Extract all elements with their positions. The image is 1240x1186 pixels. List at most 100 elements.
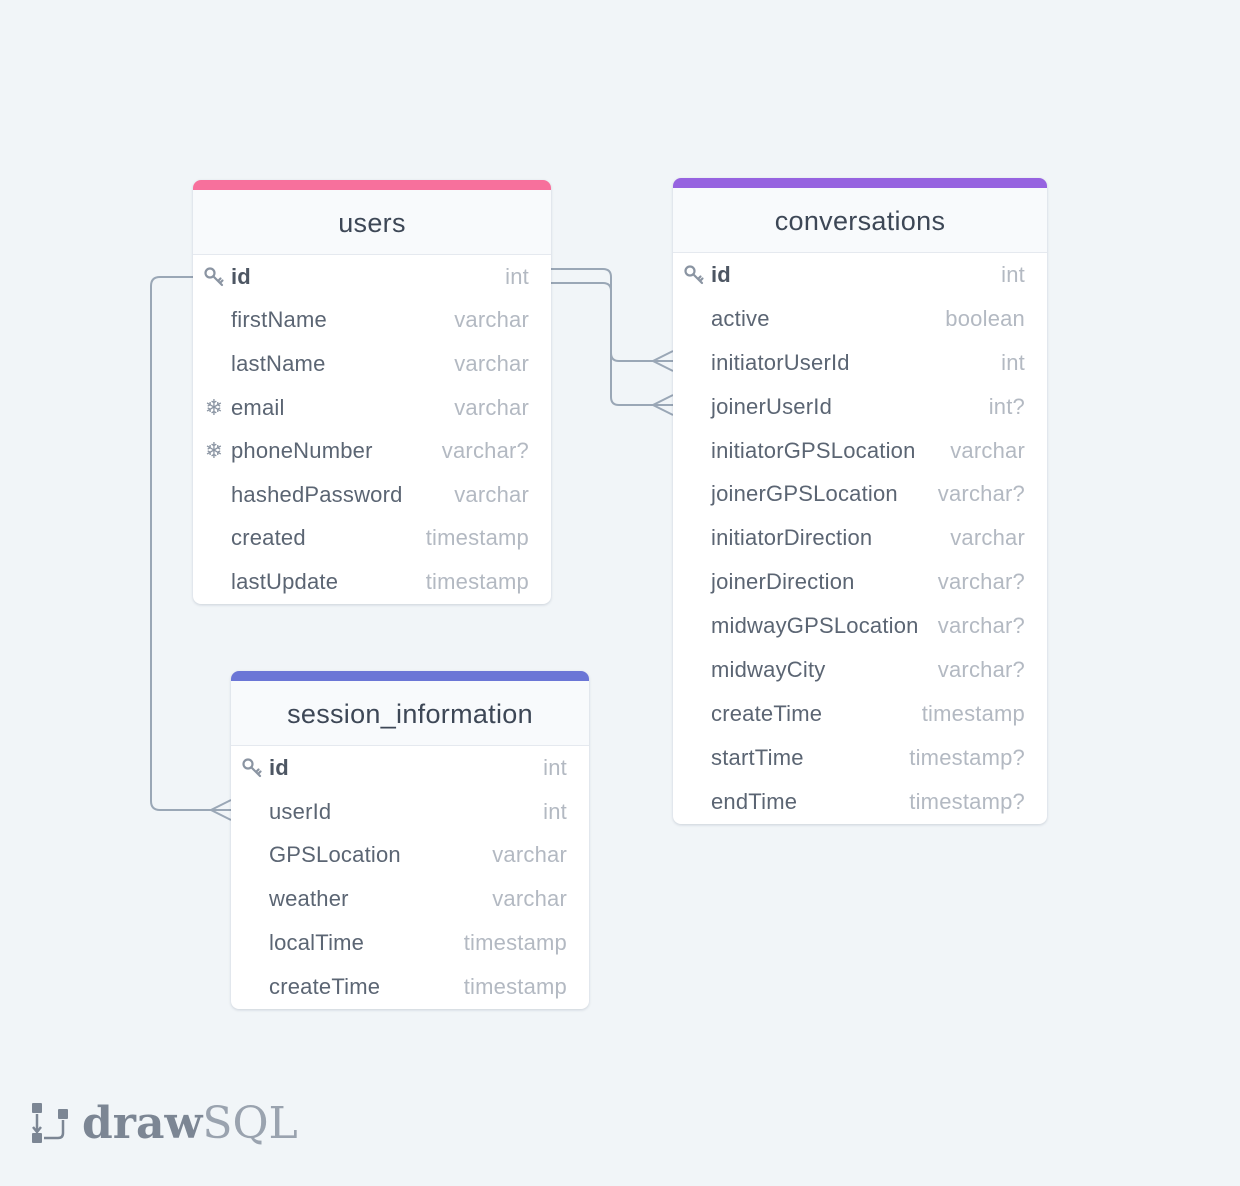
- column-name: active: [711, 305, 770, 331]
- column-type: int: [1001, 349, 1025, 375]
- table-title: conversations: [774, 206, 946, 236]
- column-type: varchar: [454, 307, 529, 333]
- key-icon: [203, 266, 225, 288]
- column-type: int: [543, 754, 567, 780]
- column-row-initiatorGPSLocation[interactable]: initiatorGPSLocation varchar: [673, 429, 1047, 473]
- column-row-joinerGPSLocation[interactable]: joinerGPSLocation varchar?: [673, 472, 1047, 516]
- column-type: varchar?: [937, 569, 1025, 595]
- column-type: int: [1001, 261, 1025, 287]
- column-name: joinerGPSLocation: [711, 481, 898, 507]
- column-type: varchar?: [937, 613, 1025, 639]
- column-row-endTime[interactable]: endTime timestamp?: [673, 780, 1047, 824]
- column-type: timestamp: [463, 973, 567, 999]
- column-type: timestamp: [425, 525, 529, 551]
- column-name: createTime: [711, 700, 823, 726]
- column-type: varchar: [950, 525, 1025, 551]
- column-type: varchar: [492, 842, 567, 868]
- column-type: timestamp: [921, 700, 1025, 726]
- brand-name-draw: draw: [82, 1097, 203, 1149]
- table-header[interactable]: conversations: [673, 188, 1047, 253]
- column-name: userId: [269, 798, 332, 824]
- column-name: email: [231, 394, 285, 420]
- column-row-created[interactable]: created timestamp: [193, 517, 551, 561]
- column-type: varchar?: [441, 438, 529, 464]
- column-type: timestamp?: [909, 788, 1025, 814]
- connector-users-joiner: [551, 282, 673, 406]
- column-row-phoneNumber[interactable]: ❄ phoneNumber varchar?: [193, 429, 551, 473]
- column-row-startTime[interactable]: startTime timestamp?: [673, 736, 1047, 780]
- table-header[interactable]: users: [193, 190, 551, 255]
- table-title: session_information: [287, 699, 533, 729]
- column-type: varchar?: [937, 656, 1025, 682]
- column-type: timestamp?: [909, 744, 1025, 770]
- column-name: startTime: [711, 744, 804, 770]
- key-icon: [683, 264, 705, 286]
- table-accent-bar: [673, 178, 1047, 188]
- column-row-id[interactable]: id int: [231, 746, 589, 790]
- column-name: GPSLocation: [269, 842, 401, 868]
- column-row-userId[interactable]: userId int: [231, 790, 589, 834]
- table-accent-bar: [231, 671, 589, 681]
- column-type: timestamp: [463, 930, 567, 956]
- column-name: endTime: [711, 788, 798, 814]
- crowsfoot-joiner: [650, 394, 674, 416]
- column-row-GPSLocation[interactable]: GPSLocation varchar: [231, 834, 589, 878]
- drawsql-logo-icon: [32, 1103, 68, 1143]
- column-name: lastName: [231, 350, 326, 376]
- crowsfoot-initiator: [650, 350, 674, 372]
- column-name: created: [231, 525, 306, 551]
- column-type: int?: [988, 393, 1025, 419]
- column-name: id: [269, 754, 289, 780]
- column-row-initiatorDirection[interactable]: initiatorDirection varchar: [673, 516, 1047, 560]
- column-type: varchar: [454, 481, 529, 507]
- column-name: joinerUserId: [711, 393, 833, 419]
- column-row-createTime[interactable]: createTime timestamp: [673, 692, 1047, 736]
- column-name: phoneNumber: [231, 438, 373, 464]
- unique-icon: ❄: [204, 438, 224, 464]
- crowsfoot-session: [208, 799, 232, 821]
- brand-name-sql: SQL: [202, 1097, 298, 1149]
- column-type: int: [505, 263, 529, 289]
- column-type: int: [543, 798, 567, 824]
- column-row-localTime[interactable]: localTime timestamp: [231, 921, 589, 965]
- column-row-createTime[interactable]: createTime timestamp: [231, 965, 589, 1009]
- connector-users-session: [150, 276, 231, 811]
- key-icon: [241, 757, 263, 779]
- drawsql-logo[interactable]: draw SQL: [30, 1096, 298, 1150]
- column-type: varchar: [492, 886, 567, 912]
- column-row-weather[interactable]: weather varchar: [231, 877, 589, 921]
- column-type: varchar: [454, 394, 529, 420]
- column-name: createTime: [269, 973, 381, 999]
- column-name: localTime: [269, 930, 365, 956]
- table-header[interactable]: session_information: [231, 681, 589, 746]
- column-type: varchar?: [937, 481, 1025, 507]
- table-title: users: [338, 208, 406, 238]
- column-row-hashedPassword[interactable]: hashedPassword varchar: [193, 473, 551, 517]
- column-row-active[interactable]: active boolean: [673, 297, 1047, 341]
- column-name: weather: [269, 886, 349, 912]
- column-name: initiatorGPSLocation: [711, 437, 916, 463]
- column-row-joinerUserId[interactable]: joinerUserId int?: [673, 385, 1047, 429]
- column-name: id: [231, 263, 251, 289]
- column-name: hashedPassword: [231, 481, 403, 507]
- column-type: varchar: [950, 437, 1025, 463]
- column-row-id[interactable]: id int: [193, 255, 551, 299]
- column-name: initiatorDirection: [711, 525, 873, 551]
- column-type: boolean: [945, 305, 1025, 331]
